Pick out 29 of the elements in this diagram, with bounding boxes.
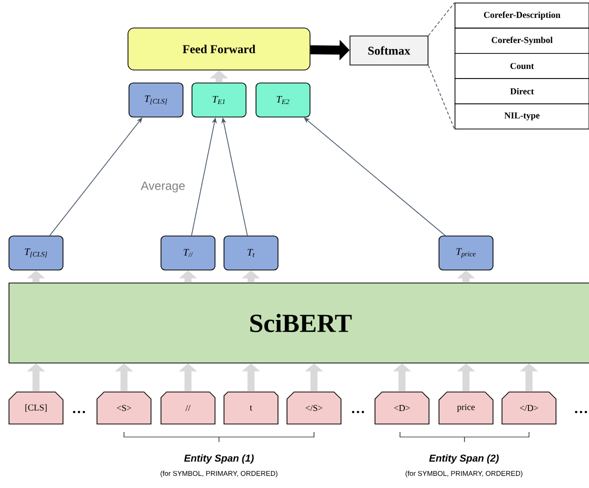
token-box: t [224,392,278,424]
embedding-box: T$_{[CLS]}$ [8,236,64,270]
token-box: price [438,392,494,424]
embedding-box: T$_{E1}$ [192,82,246,118]
ellipsis: … [352,410,364,414]
embedding-box: T$_{t}$ [224,236,278,270]
token-box: // [160,392,216,424]
token-box: <D> [374,392,430,424]
class-row: Count [454,53,589,79]
span-label: Entity Span (1) [184,454,254,464]
class-row: Corefer-Description [454,2,589,29]
token-box: <S> [96,392,152,424]
softmax-box: Softmax [350,36,428,66]
ellipsis: … [73,410,86,414]
encoder-band: SciBERT [8,282,589,364]
token-box: </D> [502,392,556,424]
class-row: Direct [454,78,589,104]
class-row: NIL-type [454,103,589,130]
token-box: [CLS] [8,392,64,424]
feed-forward-box: Feed Forward [128,28,310,70]
embedding-box: T$_{E2}$ [256,82,310,118]
annotation-label: Average [140,182,185,192]
embedding-box: T$_{//}$ [160,236,216,270]
token-box: </S> [286,392,342,424]
span-label: Entity Span (2) [429,454,499,464]
class-row: Corefer-Symbol [454,28,589,54]
embedding-box: T$_{[CLS]}$ [128,82,184,118]
embedding-box: T$_{price}$ [438,236,494,270]
ellipsis: … [575,410,588,414]
